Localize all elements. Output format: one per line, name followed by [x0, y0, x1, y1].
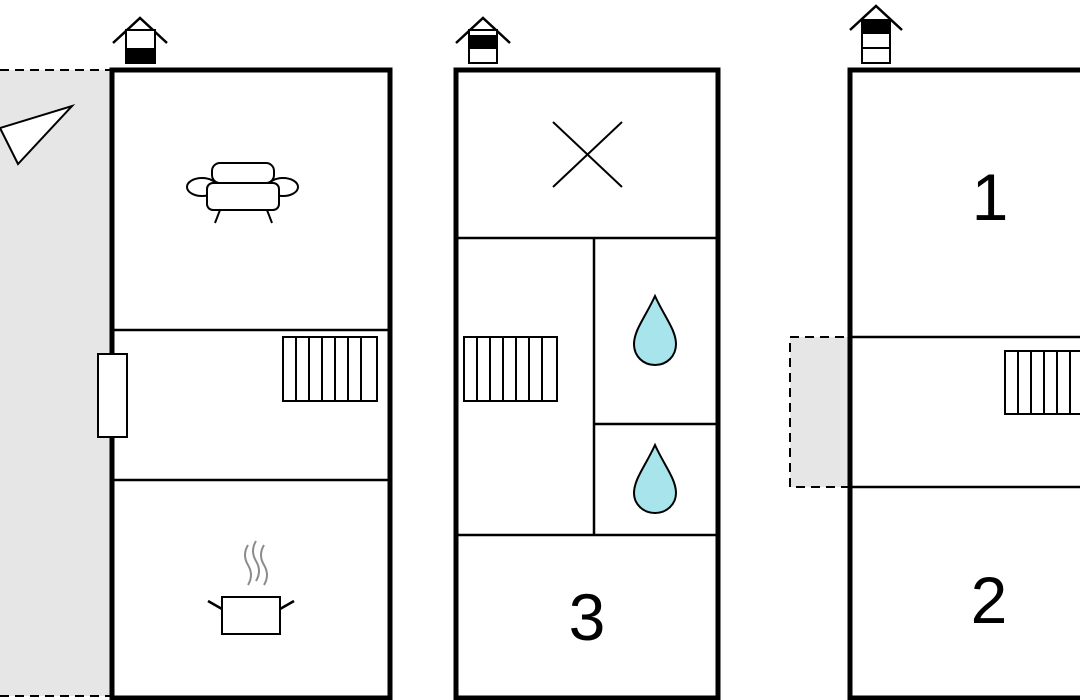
stairs-icon — [463, 336, 558, 402]
cooking-pot-icon — [207, 540, 295, 635]
viewpoint-icon — [0, 103, 76, 166]
stairs-icon — [1004, 350, 1080, 415]
entrance-door — [97, 353, 128, 438]
room-number-3: 3 — [569, 580, 606, 654]
cross-icon — [552, 121, 623, 188]
floor-level-middle-icon — [455, 16, 511, 64]
outdoor-balcony — [789, 336, 851, 488]
outdoor-terrace — [0, 70, 112, 696]
floor-2: 3 — [453, 16, 721, 700]
room-number-2: 2 — [971, 563, 1008, 637]
floor-level-top-icon — [849, 4, 903, 64]
room-number-1: 1 — [972, 160, 1009, 234]
sofa-icon — [186, 162, 299, 224]
water-drop-icon — [632, 293, 678, 367]
floor-3: 1 2 — [789, 4, 1080, 700]
water-drop-icon — [632, 442, 678, 515]
stairs-icon — [282, 336, 378, 402]
floor-1 — [0, 16, 393, 700]
floor-level-ground-icon — [112, 16, 168, 64]
